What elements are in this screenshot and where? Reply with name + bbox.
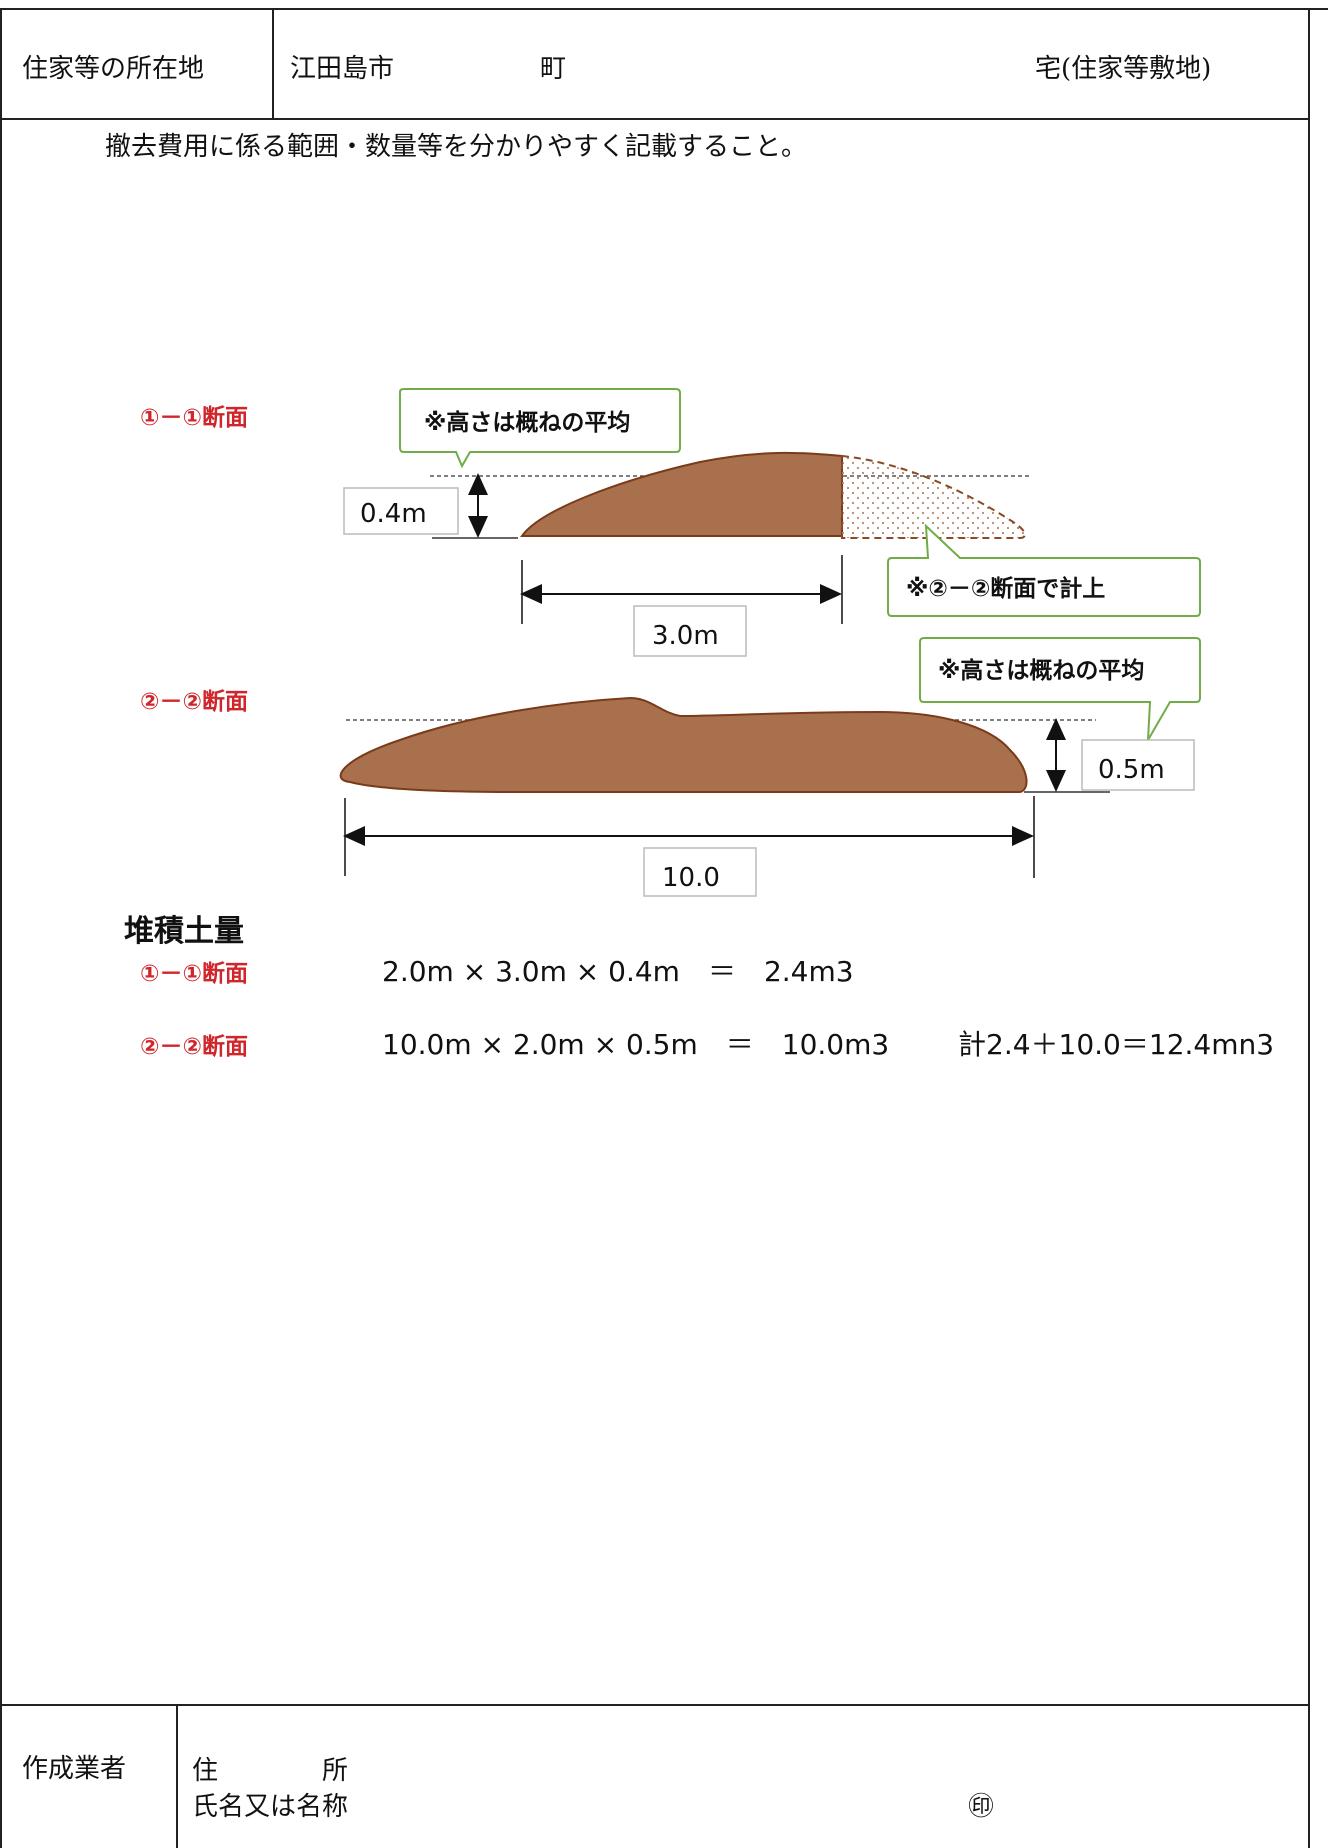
city-name: 江田島市 bbox=[290, 54, 395, 84]
callout-avg-height-1 bbox=[399, 388, 681, 469]
height1-box bbox=[343, 487, 459, 535]
volume-row2-label: ②－②断面 bbox=[140, 1034, 248, 1060]
header-divider bbox=[0, 118, 1310, 120]
name-label: 氏名又は名称 bbox=[192, 1792, 349, 1822]
section1-dotted-extension bbox=[841, 454, 1026, 539]
volume-title: 堆積土量 bbox=[124, 914, 244, 949]
seal-mark: ㊞ bbox=[968, 1792, 995, 1822]
frame-left bbox=[0, 8, 2, 1848]
instruction-text: 撤去費用に係る範囲・数量等を分かりやすく記載すること。 bbox=[105, 132, 808, 162]
volume-row1-formula: 2.0m × 3.0m × 0.4m ＝ 2.4m3 bbox=[382, 955, 854, 988]
footer-divider bbox=[0, 1704, 1310, 1706]
callout-avg-height-2-text: ※高さは概ねの平均 bbox=[938, 657, 1144, 684]
volume-row2-formula: 10.0m × 2.0m × 0.5m ＝ 10.0m3 bbox=[382, 1028, 890, 1061]
height2-value: 0.5m bbox=[1098, 755, 1165, 785]
location-label: 住家等の所在地 bbox=[22, 54, 205, 84]
width1-value: 3.0m bbox=[652, 621, 719, 651]
house-suffix: 宅(住家等敷地) bbox=[1035, 54, 1212, 84]
height2-box bbox=[1081, 739, 1195, 791]
frame-top bbox=[0, 8, 1328, 10]
town-label: 町 bbox=[540, 54, 567, 84]
frame-right bbox=[1308, 8, 1310, 1848]
volume-total: 計2.4＋10.0＝12.4mn3 bbox=[958, 1028, 1275, 1061]
height1-value: 0.4m bbox=[360, 499, 427, 529]
callout-section2-note-text: ※②－②断面で計上 bbox=[906, 575, 1105, 602]
section1-soil-shape bbox=[520, 451, 843, 537]
header-col-divider bbox=[272, 8, 274, 120]
maker-label: 作成業者 bbox=[22, 1754, 127, 1784]
width2-box bbox=[643, 847, 757, 897]
callout-section2-note bbox=[887, 523, 1201, 617]
cross-section-diagram: 0.4m 3.0m ※高さは概ねの平均 ※②－②断面で計上 ※高さは概ねの平均 … bbox=[339, 388, 1201, 897]
volume-row1-label: ①－①断面 bbox=[140, 961, 248, 987]
section2-label: ②－②断面 bbox=[140, 689, 248, 715]
callout-avg-height-1-text: ※高さは概ねの平均 bbox=[424, 409, 630, 436]
section1-label: ①－①断面 bbox=[140, 405, 248, 431]
callout-avg-height-2 bbox=[919, 637, 1201, 741]
width2-value: 10.0 bbox=[662, 863, 720, 893]
footer-col-divider bbox=[176, 1704, 178, 1848]
address-label: 住 所 bbox=[192, 1756, 349, 1786]
section2-soil-shape bbox=[339, 696, 1028, 793]
width1-box bbox=[633, 605, 747, 657]
